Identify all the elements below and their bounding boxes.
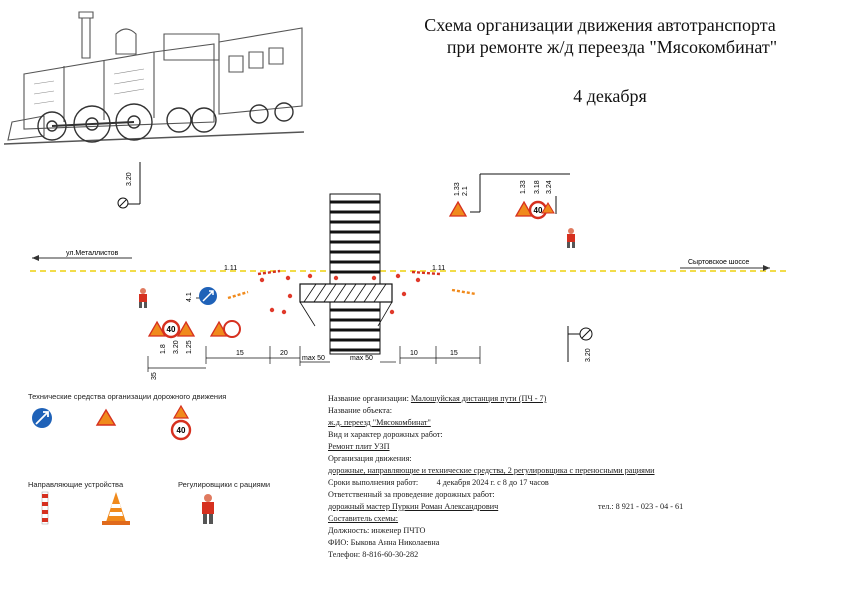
sign-code-top-right-b1: 3.18 [534,180,541,194]
work-type-value: Ремонт плит УЗП [328,442,390,451]
cone-markers [259,273,421,315]
org-row: Название организации: Малошуйская дистан… [328,393,698,405]
road-right-label: Сыртовское шоссе [688,259,749,266]
author-position: Должность: инженер ПЧТО [328,526,426,535]
responsible-label: Ответственный за проведение дорожных раб… [328,490,495,499]
warning-sign-icon [541,202,555,214]
warning-sign-icon [176,320,196,337]
legend-devices [41,491,214,525]
object-value: ж.д. переезд "Мясокомбинат" [328,418,431,427]
author-phone: Телефон: 8-816-60-30-282 [328,550,419,559]
sign-post-bottom-right [567,326,593,362]
warning-sign-icon [147,320,167,337]
sign-code-top-right-a1: 2.1 [462,186,469,196]
dim-left-20: 20 [280,350,288,357]
traffic-cone-icon [102,492,130,525]
speed-limit-sign-icon [161,319,181,339]
responsible-phone: тел.: 8 921 - 023 - 04 - 61 [598,502,684,511]
sign-code-bl1: 3.20 [173,340,180,354]
railway-crossing [329,193,381,355]
author-name: ФИО: Быкова Анна Николаевна [328,538,440,547]
legend-flagman-title: Регулировщики с рациями [178,480,271,489]
flagman-icon [139,288,147,308]
legend-signs-title: Технические средства организации дорожно… [28,392,227,401]
dim-left-total: max 50 [302,355,325,362]
diagram-title: Схема организации движения автотранспорт… [380,14,820,58]
barrier-post-icon [41,491,49,525]
info-block: Название организации: Малошуйская дистан… [328,393,698,561]
dim-left-15: 15 [236,350,244,357]
deadline-row: Сроки выполнения работ: 4 декабря 2024 г… [328,477,698,489]
barrier-left [227,269,281,300]
no-stopping-sign-icon [223,320,241,338]
warning-sign-icon [514,200,534,217]
responsible-row: дорожный мастер Пуркин Роман Александров… [328,501,698,513]
speed-limit-value: 40 [534,206,543,215]
traffic-value: дорожные, направляющие и технические сре… [328,466,655,475]
work-zone [299,283,393,327]
dim-outer-left: 35 [151,372,158,380]
flagman-icon [202,494,214,524]
speed-limit-value-bl: 40 [167,325,176,334]
warning-sign-icon [448,200,468,217]
org-label: Название организации: [328,394,409,403]
sign-code-bl0: 1.8 [160,344,167,354]
dim-right-10: 10 [410,350,418,357]
right-direction-arrow [680,265,770,271]
title-line-1: Схема организации движения автотранспорт… [424,15,776,35]
sign-post-top-left [117,162,141,209]
object-label: Название объекта: [328,406,392,415]
left-direction-arrow [32,255,132,261]
legend-devices-title: Направляющие устройства [28,480,124,489]
sign-code-bottom-right: 3.20 [585,348,592,362]
responsible-value: дорожный мастер Пуркин Роман Александров… [328,502,499,511]
deadline-label: Сроки выполнения работ: [328,478,419,487]
author-label: Составитель схемы: [328,514,399,523]
sign-code-top-right-b2: 3.24 [546,180,553,194]
diagram-date: 4 декабря [573,86,647,106]
sign-code-left: 1.11 [224,265,237,272]
locomotive-sketch-image [4,11,304,145]
sign-code-top-left: 3.20 [126,172,133,186]
speed-limit-sign-icon [170,419,192,441]
legend-signs: 40 [32,404,192,441]
deadline-value: 4 декабря 2024 г. с 8 до 17 часов [436,478,549,487]
sign-code-top-right-a0: 1.33 [454,182,461,196]
org-value: Малошуйская дистанция пути (ПЧ - 7) [410,394,547,403]
warning-sign-icon [172,404,190,419]
sign-group-top-right: 40 [448,173,570,220]
sign-group-bottom-left: 40 [147,319,241,339]
legend-speed-value: 40 [177,426,186,435]
warning-sign-icon [95,408,117,426]
sign-code-right: 1.11 [432,265,445,272]
sign-code-mid-left: 4.1 [186,292,193,302]
dimension-lines [147,346,481,372]
sign-code-bl2: 1.25 [186,340,193,354]
sign-code-top-right-b0: 1.33 [520,180,527,194]
road-left-label: ул.Металлистов [66,250,119,257]
traffic-label: Организация движения: [328,454,412,463]
work-type-label: Вид и характер дорожных работ: [328,430,443,439]
title-line-2: при ремонте ж/д переезда "Мясокомбинат" [446,37,778,57]
flagman-icon [567,228,575,248]
dim-right-total: max 50 [350,355,373,362]
dim-right-15: 15 [450,350,458,357]
traffic-scheme: ул.Металлистов Сыртовское шоссе [30,162,790,380]
barrier-right [411,270,477,296]
keep-right-sign-icon [196,287,217,305]
